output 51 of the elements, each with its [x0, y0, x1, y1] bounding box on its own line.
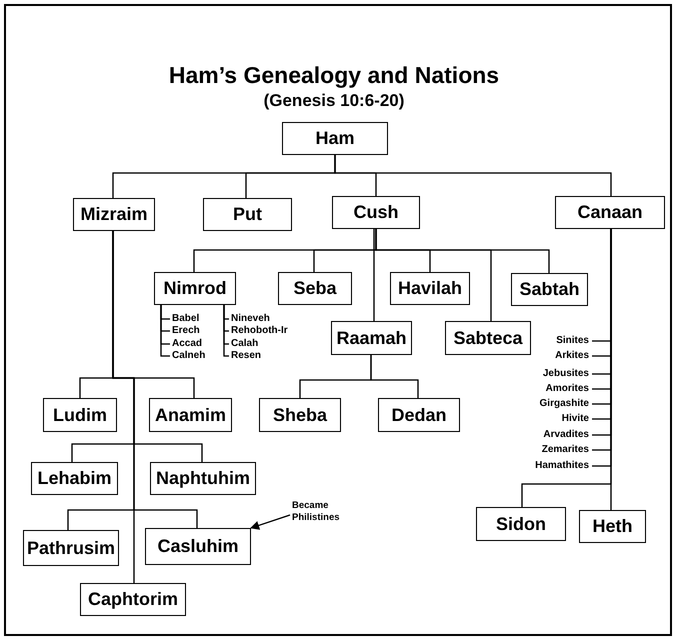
- name-box: Heth: [579, 510, 646, 543]
- annotation-text: Became Philistines: [292, 500, 362, 524]
- name-box: Sabtah: [511, 273, 588, 306]
- diagram-title: Ham’s Genealogy and Nations: [168, 62, 500, 89]
- name-box: Caphtorim: [80, 583, 186, 616]
- name-box: Seba: [278, 272, 352, 305]
- nation-name: Girgashite: [540, 398, 589, 410]
- name-box: Anamim: [149, 398, 232, 432]
- name-box: Sidon: [476, 507, 566, 541]
- city-name: Accad: [172, 338, 202, 350]
- name-box: Dedan: [378, 398, 460, 432]
- city-name: Erech: [172, 325, 200, 337]
- name-box: Casluhim: [145, 528, 251, 565]
- connector-line: [610, 229, 612, 510]
- connector-line: [375, 229, 492, 321]
- name-box: Naphtuhim: [150, 462, 256, 495]
- nation-name: Jebusites: [542, 368, 589, 380]
- nation-name: Hamathites: [535, 460, 589, 472]
- connector-line: [112, 231, 135, 583]
- nation-name: Zemarites: [542, 444, 589, 456]
- name-box: Put: [203, 198, 292, 231]
- connector-line: [223, 305, 229, 357]
- name-box: Nimrod: [154, 272, 236, 305]
- city-name: Resen: [231, 350, 262, 362]
- name-box: Lehabim: [31, 462, 118, 495]
- name-box: Ludim: [43, 398, 117, 432]
- city-name: Calah: [231, 338, 258, 350]
- name-box: Sabteca: [445, 321, 531, 355]
- name-box: Cush: [332, 196, 420, 229]
- arrow: [250, 514, 290, 530]
- name-box: Raamah: [331, 321, 412, 355]
- name-box: Sheba: [259, 398, 341, 432]
- name-box: Canaan: [555, 196, 665, 229]
- city-name: Nineveh: [231, 313, 270, 325]
- city-name: Babel: [172, 313, 200, 325]
- connector-line: [334, 155, 612, 196]
- nation-name: Hivite: [562, 413, 589, 425]
- city-name: Calneh: [172, 350, 206, 362]
- nation-name: Sinites: [556, 335, 589, 347]
- diagram-subtitle: (Genesis 10:6-20): [262, 91, 406, 111]
- nation-name: Amorites: [546, 383, 589, 395]
- connector-line: [160, 305, 170, 357]
- city-name: Rehoboth-Ir: [231, 325, 288, 337]
- name-box: Havilah: [390, 272, 470, 305]
- name-box: Mizraim: [73, 198, 155, 231]
- nation-name: Arvadites: [543, 429, 589, 441]
- connector-line: [373, 229, 375, 321]
- name-box: Ham: [282, 122, 388, 155]
- name-box: Pathrusim: [23, 530, 119, 566]
- nation-name: Arkites: [555, 350, 589, 362]
- connector-line: [370, 355, 419, 398]
